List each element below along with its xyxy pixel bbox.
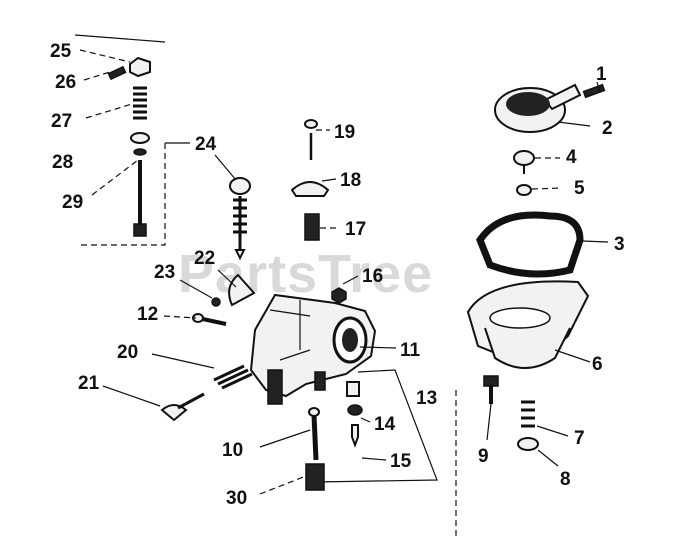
callout-10: 10 bbox=[222, 440, 243, 461]
callout-14: 14 bbox=[374, 414, 396, 435]
part-13-seat bbox=[346, 381, 360, 397]
part-14-washer bbox=[347, 404, 363, 416]
part-29-needle-head bbox=[133, 223, 147, 237]
leader-lines bbox=[79, 49, 609, 495]
part-11-carburetor-body bbox=[249, 293, 377, 405]
callout-12: 12 bbox=[137, 304, 158, 325]
part-6-bowl bbox=[466, 280, 590, 369]
callout-15: 15 bbox=[390, 451, 412, 472]
part-7-spring bbox=[521, 400, 535, 428]
needle-assembly bbox=[74, 34, 166, 246]
callout-27: 27 bbox=[51, 111, 72, 132]
part-8-washer bbox=[517, 437, 539, 451]
part-21-lever bbox=[160, 392, 205, 422]
callout-28: 28 bbox=[52, 152, 73, 173]
part-24-screw bbox=[229, 177, 251, 261]
part-22-plate bbox=[228, 273, 256, 307]
part-18-nut bbox=[290, 181, 330, 197]
callout-4: 4 bbox=[566, 147, 577, 168]
callout-24: 24 bbox=[195, 134, 217, 155]
callout-6: 6 bbox=[592, 354, 603, 375]
callout-8: 8 bbox=[560, 469, 571, 490]
callout-29: 29 bbox=[62, 192, 83, 213]
callout-18: 18 bbox=[340, 170, 361, 191]
callout-5: 5 bbox=[574, 178, 585, 199]
part-28-oring bbox=[133, 148, 147, 156]
callout-20: 20 bbox=[117, 342, 138, 363]
callout-labels: 1 2 3 4 5 6 7 8 9 10 11 12 13 14 15 16 1… bbox=[50, 41, 625, 509]
callout-7: 7 bbox=[574, 428, 585, 449]
part-23-screw bbox=[211, 297, 221, 307]
callout-19: 19 bbox=[334, 122, 355, 143]
callout-17: 17 bbox=[345, 219, 366, 240]
callout-21: 21 bbox=[78, 373, 100, 394]
part-25-cap bbox=[129, 56, 151, 78]
callout-23: 23 bbox=[154, 262, 175, 283]
part-3-gasket bbox=[476, 211, 584, 278]
callout-26: 26 bbox=[55, 72, 76, 93]
part-9-bolt bbox=[483, 375, 499, 404]
float-bowl-nut-group bbox=[290, 119, 330, 241]
watermark-text: PartsTree bbox=[178, 244, 433, 304]
part-15-needle bbox=[351, 424, 359, 448]
part-13-bracket bbox=[314, 369, 438, 483]
part-10-main-jet bbox=[308, 407, 320, 461]
part-27-spring bbox=[133, 86, 147, 120]
callout-9: 9 bbox=[478, 446, 489, 467]
part-5-washer bbox=[516, 184, 532, 196]
part-19-top bbox=[304, 119, 318, 129]
part-28-washer bbox=[130, 132, 150, 144]
part-2-float bbox=[494, 83, 582, 133]
callout-3: 3 bbox=[614, 234, 625, 255]
callout-1: 1 bbox=[596, 64, 607, 85]
callout-22: 22 bbox=[194, 248, 215, 269]
part-1-pin bbox=[582, 83, 606, 99]
callout-11: 11 bbox=[400, 340, 421, 361]
part-20-spring bbox=[213, 364, 253, 390]
part-16-nut bbox=[331, 287, 347, 304]
part-4-valve bbox=[513, 150, 535, 174]
part-17-spring bbox=[304, 213, 320, 241]
callout-30: 30 bbox=[226, 488, 247, 509]
callout-25: 25 bbox=[50, 41, 72, 62]
part-26-pin bbox=[107, 65, 127, 81]
callout-2: 2 bbox=[602, 118, 613, 139]
callout-16: 16 bbox=[362, 266, 383, 287]
part-30-spring bbox=[305, 463, 325, 491]
part-12-bolt bbox=[192, 313, 227, 326]
callout-13: 13 bbox=[416, 388, 437, 409]
